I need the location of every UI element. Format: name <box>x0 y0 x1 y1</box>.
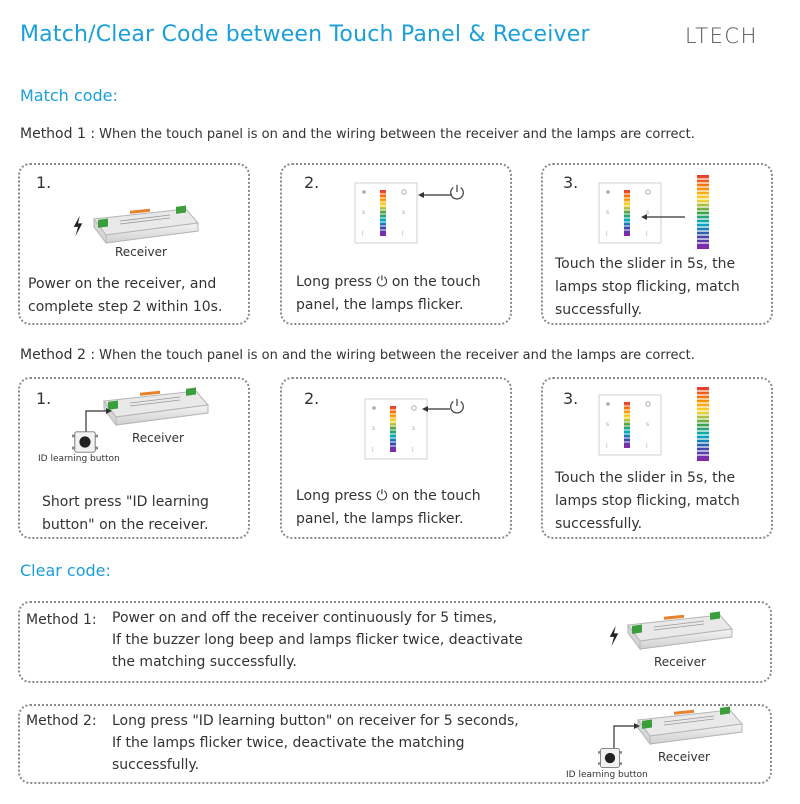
step-number: 3. <box>563 389 579 408</box>
match-method2-text: When the touch panel is on and the wirin… <box>99 348 695 363</box>
id-learning-button-label: ID learning button <box>38 454 120 464</box>
arrow-connector-icon <box>85 408 112 433</box>
step-number: 3. <box>563 173 579 192</box>
match-method2-label: Method 2 : <box>20 347 96 363</box>
clear-method1-label: Method 1: <box>26 612 97 628</box>
receiver-label: Receiver <box>654 655 706 669</box>
step-caption: Short press "ID learning button" on the … <box>42 494 209 533</box>
clear-method2-label: Method 2: <box>26 713 97 729</box>
clear-code-heading: Clear code: <box>20 561 111 580</box>
match-m2-step1-box: 1. Receiver ID learning button Short pre… <box>18 377 250 539</box>
receiver-icon <box>624 611 734 651</box>
step-number: 2. <box>304 389 320 408</box>
ltech-logo: LTECH <box>685 24 758 48</box>
id-learning-button-icon <box>72 429 98 455</box>
arrow-connector-icon <box>613 723 640 748</box>
power-icon <box>448 183 466 201</box>
power-icon <box>448 397 466 415</box>
step-number: 1. <box>36 173 52 192</box>
match-method1-text: When the touch panel is on and the wirin… <box>99 127 695 142</box>
step-caption: Touch the slider in 5s, the lamps stop f… <box>555 256 740 318</box>
step-number: 2. <box>304 173 320 192</box>
id-learning-button-label: ID learning button <box>566 770 648 780</box>
step-number: 1. <box>36 389 52 408</box>
color-strip-icon <box>697 175 709 249</box>
receiver-icon <box>90 205 200 245</box>
touch-panel-icon <box>598 393 662 457</box>
match-code-heading: Match code: <box>20 86 118 105</box>
step-caption: Power on the receiver, and complete step… <box>28 276 223 315</box>
match-m2-step2-box: 2. Long press ⏻ on the touch panel, the … <box>280 377 512 539</box>
clear-method2-box: Method 2: Long press "ID learning button… <box>18 704 772 784</box>
id-learning-button-icon <box>598 746 622 770</box>
step-caption: Long press ⏻ on the touch panel, the lam… <box>296 488 481 527</box>
touch-panel-icon <box>354 181 418 245</box>
match-m1-step2-box: 2. Long press ⏻ on the touch panel, the … <box>280 163 512 325</box>
touch-panel-icon <box>364 397 428 461</box>
receiver-label: Receiver <box>658 750 710 764</box>
receiver-label: Receiver <box>115 245 167 259</box>
step-caption: Long press ⏻ on the touch panel, the lam… <box>296 274 481 313</box>
color-strip-icon <box>697 387 709 461</box>
receiver-icon <box>634 706 744 746</box>
match-m1-step3-box: 3. Touch the slider in 5s, the lamps sto… <box>541 163 773 325</box>
clear-method2-text: Long press "ID learning button" on recei… <box>112 713 519 773</box>
arrow-left-icon <box>641 214 685 220</box>
receiver-icon <box>100 387 210 427</box>
arrow-left-icon <box>418 192 452 198</box>
lightning-icon <box>608 625 620 647</box>
page-title: Match/Clear Code between Touch Panel & R… <box>20 22 590 47</box>
receiver-label: Receiver <box>132 431 184 445</box>
clear-method1-text: Power on and off the receiver continuous… <box>112 610 523 670</box>
arrow-left-icon <box>422 406 450 412</box>
match-m2-step3-box: 3. Touch the slider in 5s, the lamps sto… <box>541 377 773 539</box>
match-method1-label: Method 1 : <box>20 126 96 142</box>
match-method1-line: Method 1 : When the touch panel is on an… <box>20 126 695 142</box>
lightning-icon <box>72 215 84 237</box>
match-m1-step1-box: 1. Receiver Power on the receiver, and c… <box>18 163 250 325</box>
step-caption: Touch the slider in 5s, the lamps stop f… <box>555 470 740 532</box>
match-method2-line: Method 2 : When the touch panel is on an… <box>20 347 695 363</box>
clear-method1-box: Method 1: Power on and off the receiver … <box>18 601 772 683</box>
